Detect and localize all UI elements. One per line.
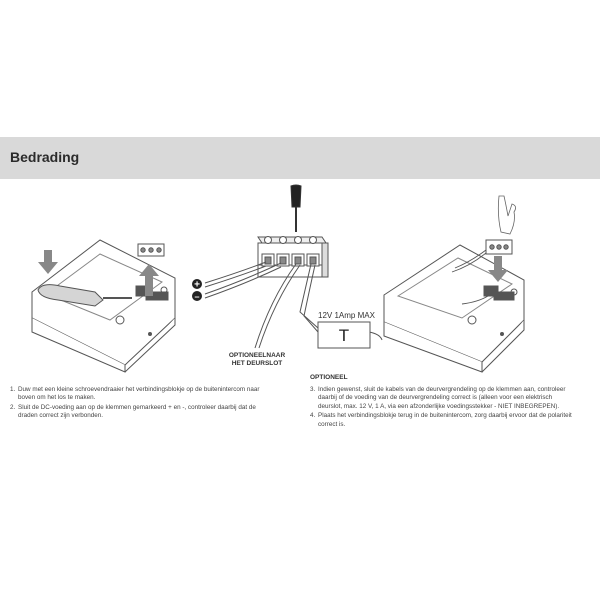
wires-center bbox=[204, 261, 383, 349]
door-lock-box bbox=[317, 321, 371, 349]
instruction-step-2: 2. Sluit de DC-voeding aan op de klemmen… bbox=[10, 404, 265, 421]
up-arrow-left bbox=[139, 264, 159, 296]
supply-rating-label: 12V 1Amp MAX bbox=[318, 311, 376, 320]
screwdriver-center bbox=[290, 184, 302, 232]
door-lock-symbol: T bbox=[339, 326, 349, 345]
intercom-unit-right bbox=[383, 244, 525, 373]
step-number: 1. bbox=[10, 386, 16, 393]
instruction-step-4: 4. Plaats het verbindingsblokje terug in… bbox=[310, 412, 575, 429]
step-number: 4. bbox=[310, 412, 316, 420]
step-number: 3. bbox=[310, 386, 316, 393]
down-arrow-left bbox=[38, 250, 58, 274]
plus-terminal-marker bbox=[192, 279, 202, 289]
optional-label-line2: HET DEURSLOT bbox=[232, 360, 283, 367]
terminal-block-left bbox=[135, 243, 169, 301]
instruction-step-1: 1. Duw met een kleine schroevendraaier h… bbox=[10, 386, 265, 403]
terminal-block-center bbox=[257, 236, 329, 278]
step-text: Indien gewenst, sluit de kabels van de d… bbox=[318, 386, 566, 410]
hand-icon bbox=[497, 195, 516, 235]
optional-label-line1: OPTIONEELNAAR bbox=[229, 352, 286, 359]
down-arrow-right bbox=[488, 256, 508, 282]
plus-sign: + bbox=[194, 280, 200, 291]
instruction-step-3: 3. Indien gewenst, sluit de kabels van d… bbox=[310, 386, 575, 411]
step-text: Duw met een kleine schroevendraaier het … bbox=[18, 386, 260, 402]
optional-heading: OPTIONEEL bbox=[310, 374, 348, 381]
wires-right bbox=[451, 249, 489, 305]
terminal-block-right bbox=[483, 239, 515, 301]
minus-terminal-marker bbox=[192, 291, 202, 301]
step-text: Sluit de DC-voeding aan op de klemmen ge… bbox=[18, 404, 256, 420]
polarity-markers: + – bbox=[192, 279, 202, 302]
instructions-right: 3. Indien gewenst, sluit de kabels van d… bbox=[310, 386, 575, 430]
section-header-bar bbox=[0, 137, 600, 179]
intercom-unit-left bbox=[31, 239, 176, 373]
step-number: 2. bbox=[10, 404, 16, 412]
screwdriver-left bbox=[37, 284, 132, 307]
section-title: Bedrading bbox=[10, 149, 80, 165]
instructions-left: 1. Duw met een kleine schroevendraaier h… bbox=[10, 386, 265, 422]
minus-sign: – bbox=[194, 292, 199, 302]
step-text: Plaats het verbindingsblokje terug in de… bbox=[318, 412, 572, 428]
